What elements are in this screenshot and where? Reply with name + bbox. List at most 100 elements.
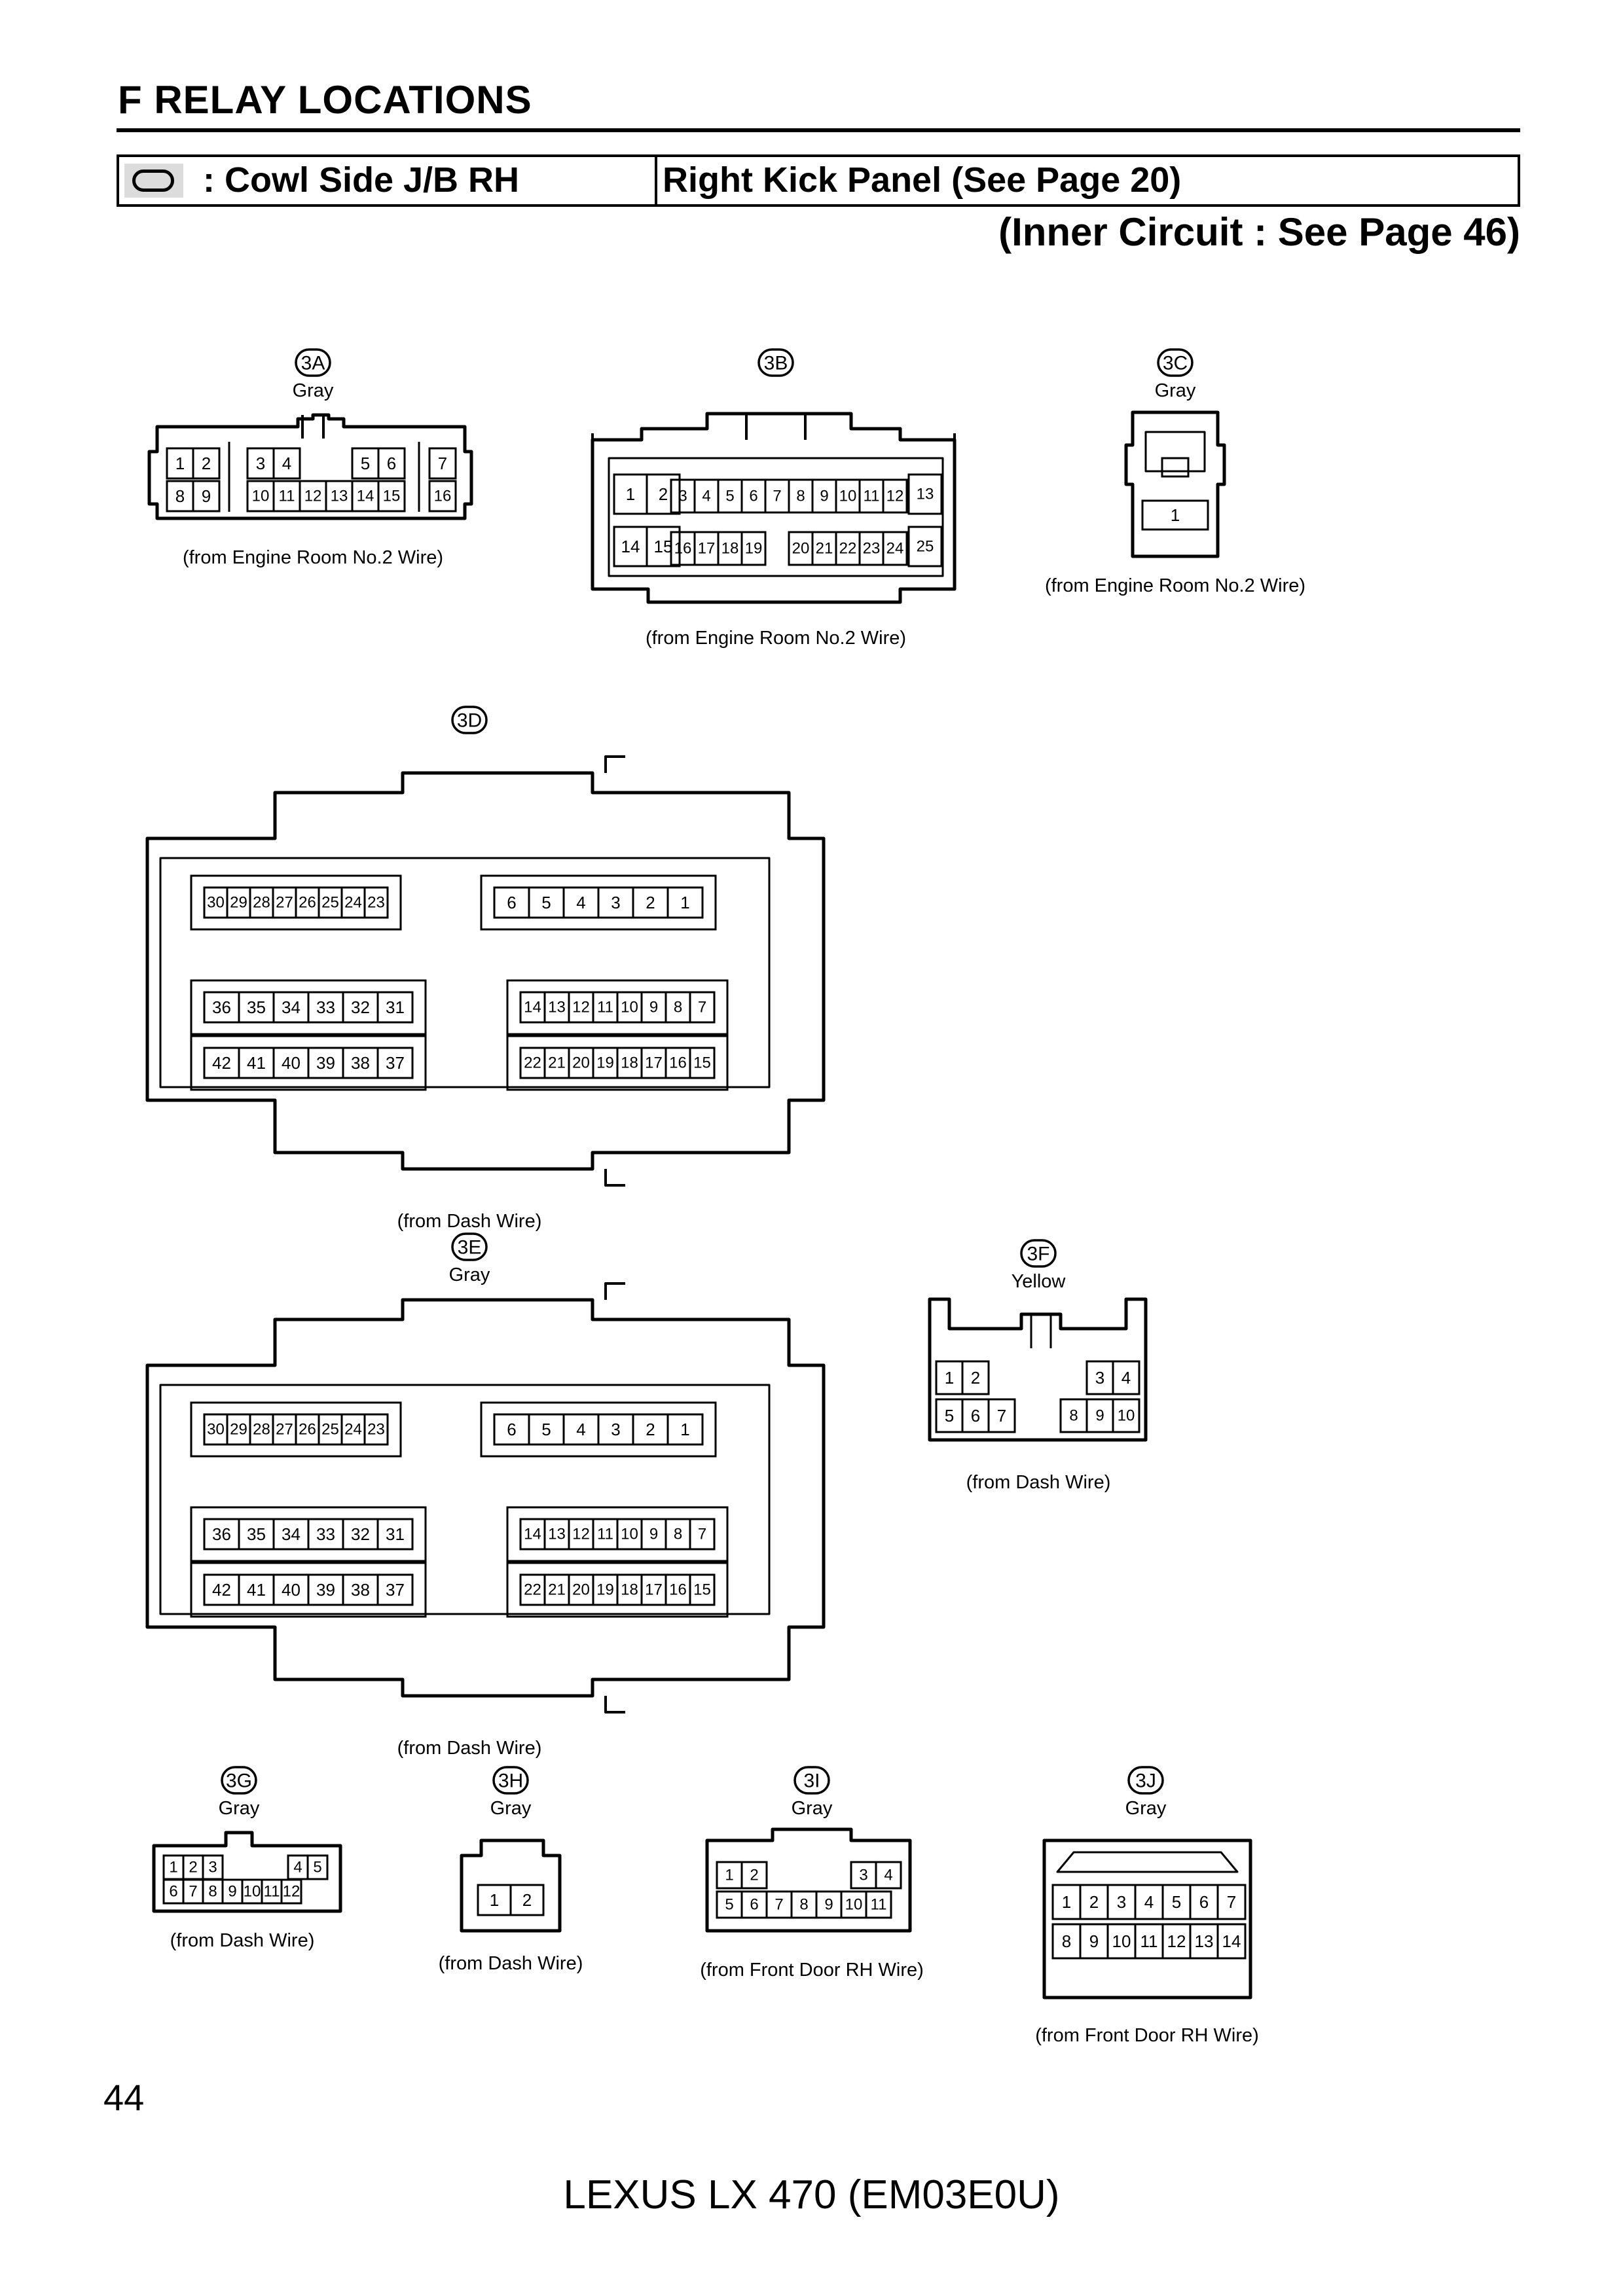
pin-cell: 14 [613,526,648,567]
pin-cell: 6 [740,1890,768,1919]
cavity-block [190,1035,427,1091]
pin-number: 40 [282,1580,301,1600]
pin-number: 1 [1062,1892,1071,1912]
housing-inner [608,457,944,577]
pin-number: 21 [816,540,833,558]
pin-cell: 7 [1216,1884,1247,1920]
pin-cell: 17 [640,1047,667,1079]
wire-source-label: (from Engine Room No.2 Wire) [183,547,443,568]
pin-cavity [666,886,704,919]
wire-source-label: (from Engine Room No.2 Wire) [646,628,906,649]
pin-number: 23 [367,894,385,912]
pin-cell: 1 [1141,499,1209,531]
pin-cell: 4 [562,886,600,919]
pin-cell: 3 [597,886,634,919]
pin-number: 24 [344,1421,362,1439]
pin-number: 2 [522,1890,532,1910]
model-footer: LEXUS LX 470 (EM03E0U) [563,2172,1060,2217]
pin-cell: 2 [646,473,681,515]
pin-number: 7 [698,999,706,1016]
housing-divider [228,442,420,512]
pin-cell: 4 [1112,1360,1140,1395]
junction-block-location: Right Kick Panel (See Page 20) [663,160,1182,200]
pin-number: 5 [945,1406,954,1426]
pin-cell: 31 [376,1518,414,1551]
pin-number: 22 [524,1054,541,1072]
connector-code: 3G [226,1770,252,1792]
connector-code: 3I [803,1770,820,1792]
pin-number: 14 [357,488,374,505]
pin-cell: 18 [616,1047,643,1079]
pin-number: 10 [621,999,638,1016]
connector-housing [928,1297,1148,1442]
pin-cell: 2 [961,1360,990,1395]
pin-number: 18 [721,540,739,558]
pin-number: 3 [611,893,620,912]
pin-number: 6 [387,454,396,473]
pin-number: 21 [548,1054,566,1072]
pin-cell: 24 [882,531,908,566]
pin-cell: 15 [646,526,681,567]
pin-number: 37 [386,1580,405,1600]
pin-number: 28 [253,1421,270,1439]
pin-cell: 6 [1189,1884,1219,1920]
pin-cell: 36 [203,991,240,1024]
pin-number: 7 [698,1526,706,1543]
pin-number: 7 [775,1896,783,1914]
pin-number: 6 [750,1896,758,1914]
pin-number: 13 [548,999,566,1016]
pin-number: 39 [316,1053,335,1073]
inner-circuit-reference: (Inner Circuit : See Page 46) [998,210,1520,254]
pin-number: 1 [945,1368,954,1388]
pin-cavity [646,526,681,567]
pin-cell: 5 [306,1854,329,1880]
pin-number: 15 [693,1054,711,1072]
pin-cell: 38 [342,1573,379,1606]
pin-number: 2 [646,893,655,912]
pin-number: 1 [680,1420,689,1439]
pin-number: 19 [596,1054,614,1072]
cavity-block [480,1401,717,1458]
pin-number: 33 [316,1524,335,1544]
pin-cell: 18 [616,1573,643,1606]
pin-number: 4 [702,488,710,505]
pin-number: 42 [212,1053,231,1073]
badge-outline [451,706,488,734]
pin-number: 11 [597,1526,613,1543]
pin-cell: 1 [666,1413,704,1446]
pin-cell: 35 [238,1518,275,1551]
pin-cavity [740,531,767,566]
pin-cell: 2 [740,1861,768,1890]
pin-cell: 4 [875,1861,902,1890]
pin-cell: 36 [203,1518,240,1551]
connector-code: 3E [458,1237,482,1259]
pin-cell: 3 [246,447,275,480]
pin-number: 35 [247,1524,266,1544]
pin-cell: 1 [166,447,194,480]
wire-source-label: (from Dash Wire) [397,1738,542,1759]
pin-cell: 17 [640,1573,667,1606]
pin-cavity [961,1360,990,1395]
pin-cell: 1 [716,1861,743,1890]
pin-number: 5 [541,893,551,912]
pin-cell: 10 [616,1518,643,1551]
housing-inner [159,857,771,1088]
cavity-block [190,1506,427,1562]
connector-housing [147,413,473,520]
pin-number: 10 [845,1896,863,1914]
pin-cell: 34 [272,1518,310,1551]
pin-cell: 33 [307,1518,344,1551]
badge-outline [295,348,331,377]
pin-cell: 12 [1161,1923,1192,1960]
pin-cavity [907,526,943,567]
pin-cavity [1112,1398,1140,1433]
pin-number: 13 [331,488,348,505]
